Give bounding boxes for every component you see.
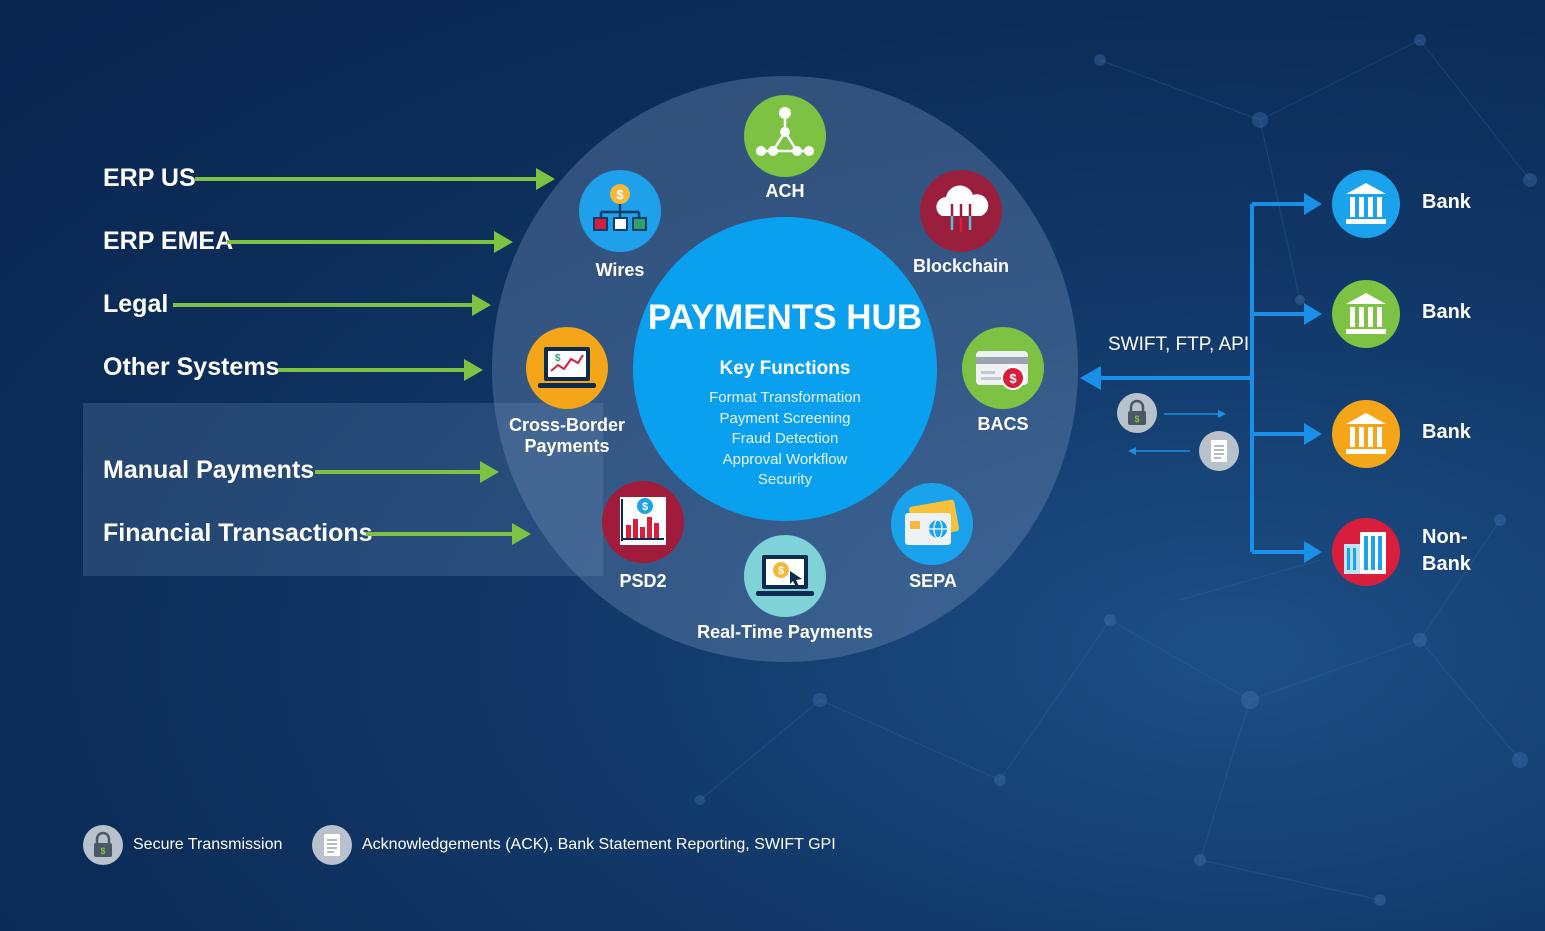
network-icon — [756, 107, 814, 156]
non-bank-node — [1332, 518, 1400, 586]
cross-border-label-1: Cross-Border — [508, 415, 626, 435]
lock-icon: $ — [1128, 399, 1146, 425]
cross-border-node: $ — [526, 327, 608, 409]
payments-hub — [633, 217, 937, 521]
bank-3-node — [1332, 400, 1400, 468]
sepa-label: SEPA — [909, 571, 957, 591]
bank-icon — [1346, 293, 1386, 334]
svg-text:$: $ — [616, 187, 624, 202]
source-other-systems: Other Systems — [103, 353, 280, 381]
legend-ack-text: Acknowledgements (ACK), Bank Statement R… — [362, 836, 836, 853]
source-financial-transactions: Financial Transactions — [103, 519, 373, 547]
document-icon — [1211, 440, 1227, 462]
connection-protocols-label: SWIFT, FTP, API — [1108, 334, 1250, 355]
laptop-dollar-icon: $ — [756, 555, 814, 596]
svg-text:$: $ — [555, 353, 561, 364]
bank-2-label: Bank — [1422, 301, 1471, 323]
bank-icon — [1346, 413, 1386, 454]
bacs-label: BACS — [977, 414, 1029, 434]
blockchain-label: Blockchain — [912, 256, 1010, 276]
laptop-chart-icon: $ — [538, 347, 596, 388]
card-globe-icon — [905, 499, 959, 545]
bank-1-node — [1332, 170, 1400, 238]
hub-function: Approval Workflow — [722, 451, 848, 468]
psd2-label: PSD2 — [619, 571, 667, 591]
org-chart-icon: $ — [593, 184, 647, 231]
blockchain-node — [920, 170, 1002, 252]
non-bank-label-2: Bank — [1422, 553, 1471, 575]
bank-1-label: Bank — [1422, 191, 1471, 213]
legend-ack-icon — [312, 825, 352, 865]
hub-title: PAYMENTS HUB — [647, 298, 923, 337]
svg-text:$: $ — [1009, 371, 1017, 386]
svg-text:$: $ — [778, 565, 784, 577]
cloud-icon — [936, 185, 989, 232]
bank-2-node — [1332, 280, 1400, 348]
bank-3-label: Bank — [1422, 421, 1471, 443]
source-manual-payments: Manual Payments — [103, 456, 315, 484]
bank-icon — [1346, 183, 1386, 224]
legend-secure-icon: $ — [83, 825, 123, 865]
bacs-node: $ — [962, 327, 1044, 409]
building-icon — [1344, 532, 1386, 574]
hub-function: Fraud Detection — [731, 430, 839, 447]
hub-function: Format Transformation — [709, 389, 861, 406]
acknowledgement-marker — [1199, 431, 1239, 471]
svg-text:$: $ — [642, 501, 648, 513]
hub-subtitle: Key Functions — [719, 358, 851, 379]
real-time-node: $ — [744, 535, 826, 617]
secure-transmission-marker: $ — [1117, 393, 1157, 433]
document-icon — [324, 834, 340, 856]
ach-node — [744, 95, 826, 177]
ach-label: ACH — [765, 181, 805, 201]
cross-border-label-2: Payments — [524, 436, 610, 456]
psd2-node: $ — [602, 481, 684, 563]
hub-function: Security — [757, 471, 813, 488]
sepa-node — [891, 483, 973, 565]
real-time-label: Real-Time Payments — [697, 622, 873, 642]
hub-function: Payment Screening — [719, 410, 851, 427]
source-erp-emea: ERP EMEA — [103, 227, 234, 255]
card-icon: $ — [976, 351, 1028, 390]
legend-secure-text: Secure Transmission — [133, 836, 283, 853]
lock-icon: $ — [94, 831, 112, 857]
manual-inputs-panel — [83, 403, 603, 576]
wires-node: $ — [579, 170, 661, 252]
bar-chart-icon: $ — [620, 497, 666, 545]
svg-text:$: $ — [100, 846, 105, 856]
svg-text:$: $ — [1134, 414, 1139, 424]
source-erp-us: ERP US — [103, 164, 196, 192]
non-bank-label-1: Non- — [1422, 526, 1468, 548]
wires-label: Wires — [595, 260, 645, 280]
source-legal: Legal — [103, 290, 169, 318]
